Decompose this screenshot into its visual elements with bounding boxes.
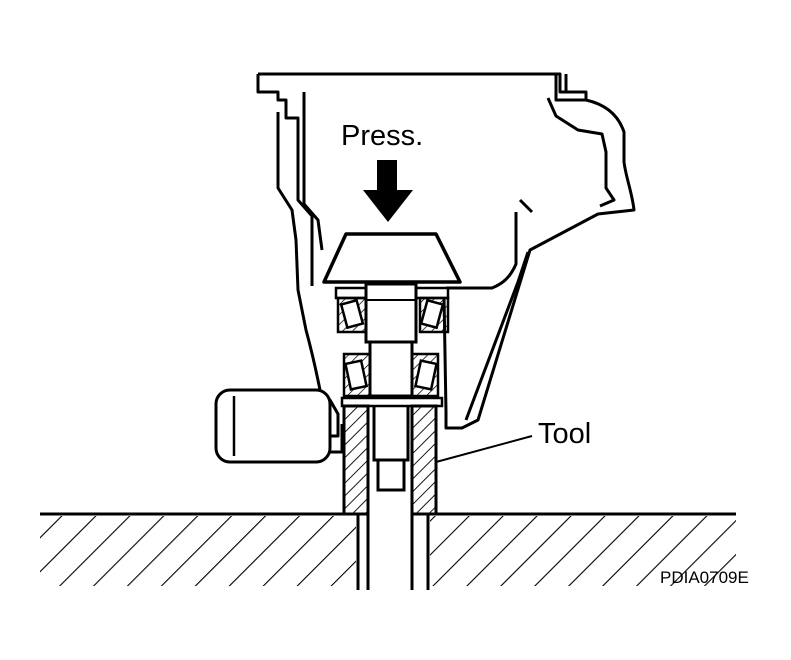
figure-code: PDIA0709E [660, 568, 749, 587]
tool-sleeve [342, 404, 438, 516]
tool-leader-line [435, 435, 533, 463]
press-bed [40, 512, 736, 592]
press-arrow [363, 160, 413, 222]
press-adapter [322, 232, 462, 284]
press-ram [366, 490, 414, 590]
side-attachment [214, 388, 332, 464]
lower-bearing [340, 352, 444, 408]
press-label: Press. [341, 120, 423, 152]
transfer-housing [256, 72, 636, 454]
tool-label: Tool [538, 418, 591, 450]
shaft [364, 282, 418, 492]
